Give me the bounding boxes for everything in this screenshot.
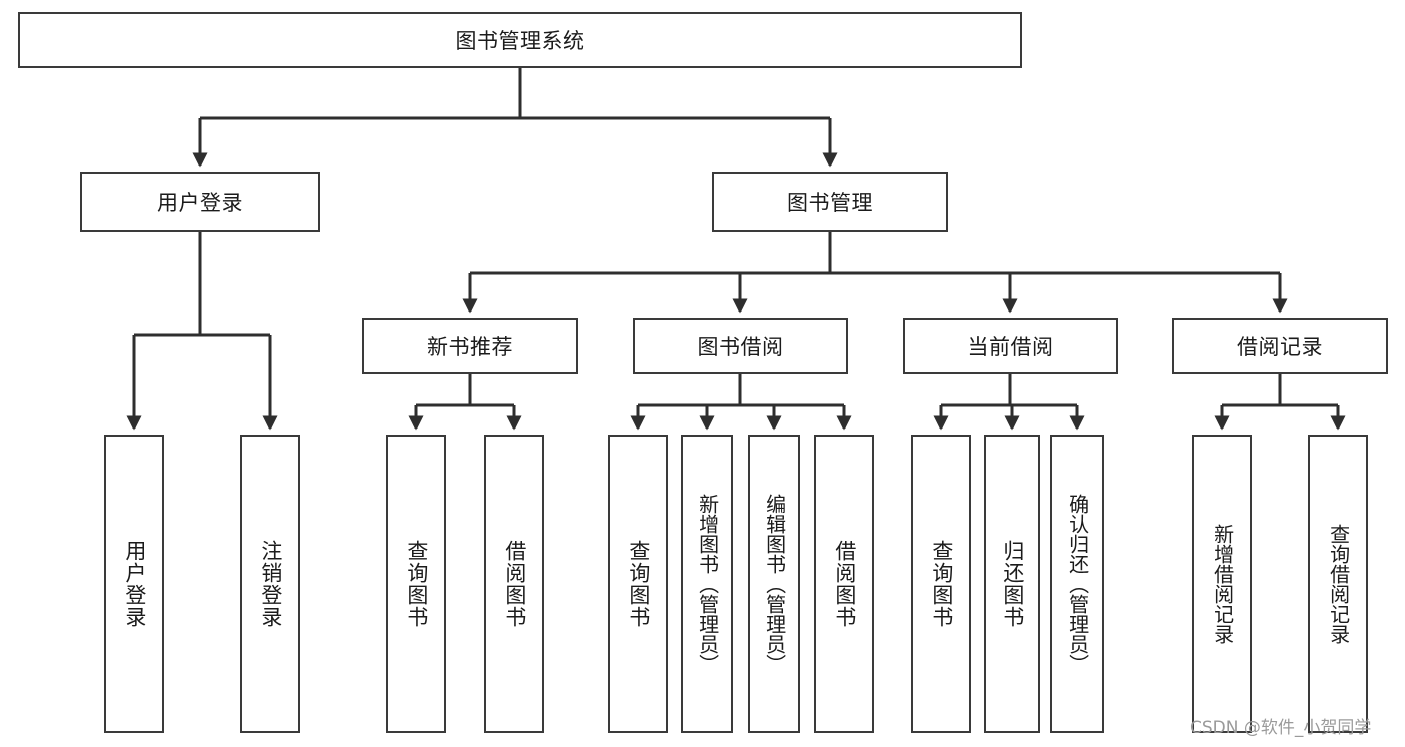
node-root-system[interactable]: 图书管理系统 [18, 12, 1022, 68]
node-user-login[interactable]: 用户登录 [80, 172, 320, 232]
node-leaf-query-record[interactable]: 查询借阅记录 [1308, 435, 1368, 733]
node-borrow-record[interactable]: 借阅记录 [1172, 318, 1388, 374]
node-book-borrow[interactable]: 图书借阅 [633, 318, 848, 374]
node-leaf-add-record[interactable]: 新增借阅记录 [1192, 435, 1252, 733]
node-book-manage[interactable]: 图书管理 [712, 172, 948, 232]
watermark-credit: CSDN @软件_小贺同学 [1190, 718, 1372, 738]
node-leaf-query-book-2[interactable]: 查询图书 [608, 435, 668, 733]
node-current-borrow[interactable]: 当前借阅 [903, 318, 1118, 374]
node-leaf-add-book[interactable]: 新增图书（管理员） [681, 435, 733, 733]
node-leaf-user-login[interactable]: 用户登录 [104, 435, 164, 733]
node-leaf-confirm-return[interactable]: 确认归还（管理员） [1050, 435, 1104, 733]
node-leaf-edit-book[interactable]: 编辑图书（管理员） [748, 435, 800, 733]
node-leaf-borrow-book-2[interactable]: 借阅图书 [814, 435, 874, 733]
node-leaf-logout[interactable]: 注销登录 [240, 435, 300, 733]
node-leaf-query-book-1[interactable]: 查询图书 [386, 435, 446, 733]
node-leaf-query-book-3[interactable]: 查询图书 [911, 435, 971, 733]
node-leaf-return-book[interactable]: 归还图书 [984, 435, 1040, 733]
node-new-book-recommend[interactable]: 新书推荐 [362, 318, 578, 374]
node-leaf-borrow-book-1[interactable]: 借阅图书 [484, 435, 544, 733]
